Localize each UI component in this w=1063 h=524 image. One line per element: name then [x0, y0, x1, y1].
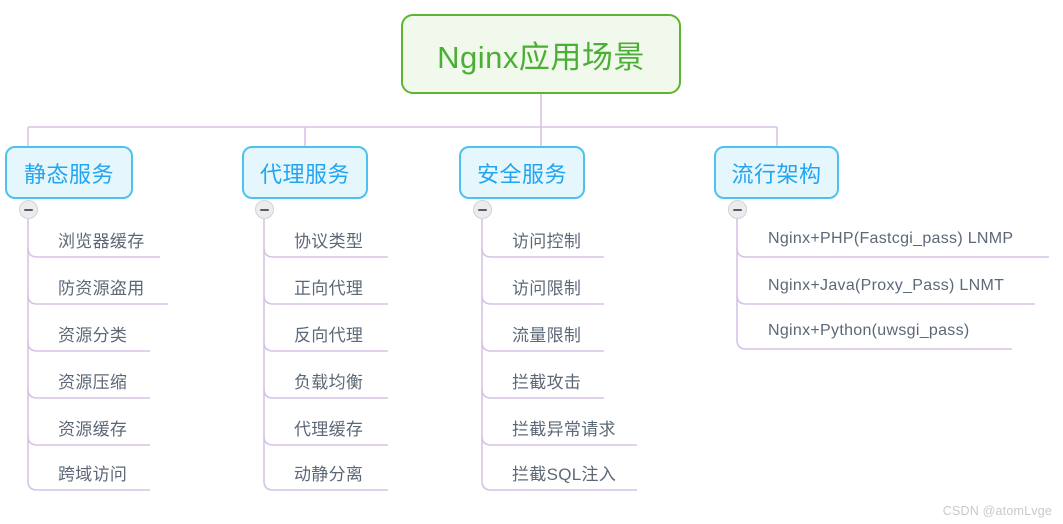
leaf-node[interactable]: 流量限制 [506, 316, 587, 350]
collapse-minus-icon [260, 208, 269, 211]
branch-node-4-label: 流行架构 [731, 161, 822, 187]
leaf-node[interactable]: 拦截异常请求 [506, 410, 622, 444]
root-node[interactable]: Nginx应用场景 [401, 14, 681, 94]
leaf-node[interactable]: 访问限制 [506, 269, 587, 303]
leaf-node-label: 防资源盗用 [58, 278, 145, 298]
leaf-node-label: 资源压缩 [58, 372, 128, 392]
leaf-node-label: Nginx+PHP(Fastcgi_pass) LNMP [768, 230, 1014, 247]
branch-node-1[interactable]: 静态服务 [5, 146, 133, 199]
leaf-node[interactable]: 动静分离 [288, 455, 369, 489]
watermark: CSDN @atomLvge [942, 504, 1052, 518]
leaf-node[interactable]: 反向代理 [288, 316, 369, 350]
leaf-node-label: 正向代理 [294, 278, 364, 298]
collapse-toggle-1[interactable] [19, 200, 38, 219]
branch-node-1-label: 静态服务 [23, 161, 114, 187]
leaf-node-label: 资源缓存 [58, 419, 128, 439]
leaf-node-label: 负载均衡 [294, 372, 364, 392]
leaf-node[interactable]: 资源压缩 [52, 363, 133, 397]
leaf-node[interactable]: 拦截SQL注入 [506, 455, 622, 489]
leaf-node[interactable]: 防资源盗用 [52, 269, 151, 303]
collapse-minus-icon [24, 208, 33, 211]
collapse-toggle-3[interactable] [473, 200, 492, 219]
leaf-node[interactable]: 协议类型 [288, 222, 369, 256]
leaf-node[interactable]: 拦截攻击 [506, 363, 587, 397]
leaf-node[interactable]: 跨域访问 [52, 455, 133, 489]
leaf-node-label: Nginx+Java(Proxy_Pass) LNMT [768, 277, 1005, 294]
leaf-node-label: 访问控制 [512, 231, 582, 251]
branch-node-3[interactable]: 安全服务 [459, 146, 585, 199]
collapse-toggle-4[interactable] [728, 200, 747, 219]
leaf-node-label: 流量限制 [512, 325, 582, 345]
root-node-label: Nginx应用场景 [437, 39, 645, 75]
branch-node-4[interactable]: 流行架构 [714, 146, 839, 199]
collapse-minus-icon [733, 208, 742, 211]
leaf-node[interactable]: 负载均衡 [288, 363, 369, 397]
leaf-node-label: 访问限制 [512, 278, 582, 298]
leaf-node-label: 反向代理 [294, 325, 364, 345]
leaf-node-label: Nginx+Python(uwsgi_pass) [768, 322, 970, 339]
leaf-node-label: 拦截异常请求 [512, 419, 616, 439]
branch-node-3-label: 安全服务 [476, 161, 567, 187]
leaf-node[interactable]: 正向代理 [288, 269, 369, 303]
leaf-node[interactable]: Nginx+PHP(Fastcgi_pass) LNMP [762, 222, 1019, 256]
leaf-node-label: 拦截攻击 [512, 372, 582, 392]
leaf-node[interactable]: 资源缓存 [52, 410, 133, 444]
collapse-minus-icon [478, 208, 487, 211]
leaf-node[interactable]: 资源分类 [52, 316, 133, 350]
leaf-node-label: 跨域访问 [58, 464, 128, 484]
leaf-node-label: 浏览器缓存 [58, 231, 145, 251]
leaf-node-label: 资源分类 [58, 325, 128, 345]
collapse-toggle-2[interactable] [255, 200, 274, 219]
branch-node-2-label: 代理服务 [259, 161, 350, 187]
leaf-node[interactable]: 浏览器缓存 [52, 222, 151, 256]
leaf-node-label: 代理缓存 [294, 419, 364, 439]
leaf-node[interactable]: 访问控制 [506, 222, 587, 256]
leaf-node-label: 协议类型 [294, 231, 364, 251]
leaf-node[interactable]: Nginx+Java(Proxy_Pass) LNMT [762, 269, 1010, 303]
leaf-node[interactable]: Nginx+Python(uwsgi_pass) [762, 314, 976, 348]
leaf-node-label: 拦截SQL注入 [512, 464, 617, 484]
leaf-node-label: 动静分离 [294, 464, 364, 484]
leaf-node[interactable]: 代理缓存 [288, 410, 369, 444]
branch-node-2[interactable]: 代理服务 [242, 146, 368, 199]
